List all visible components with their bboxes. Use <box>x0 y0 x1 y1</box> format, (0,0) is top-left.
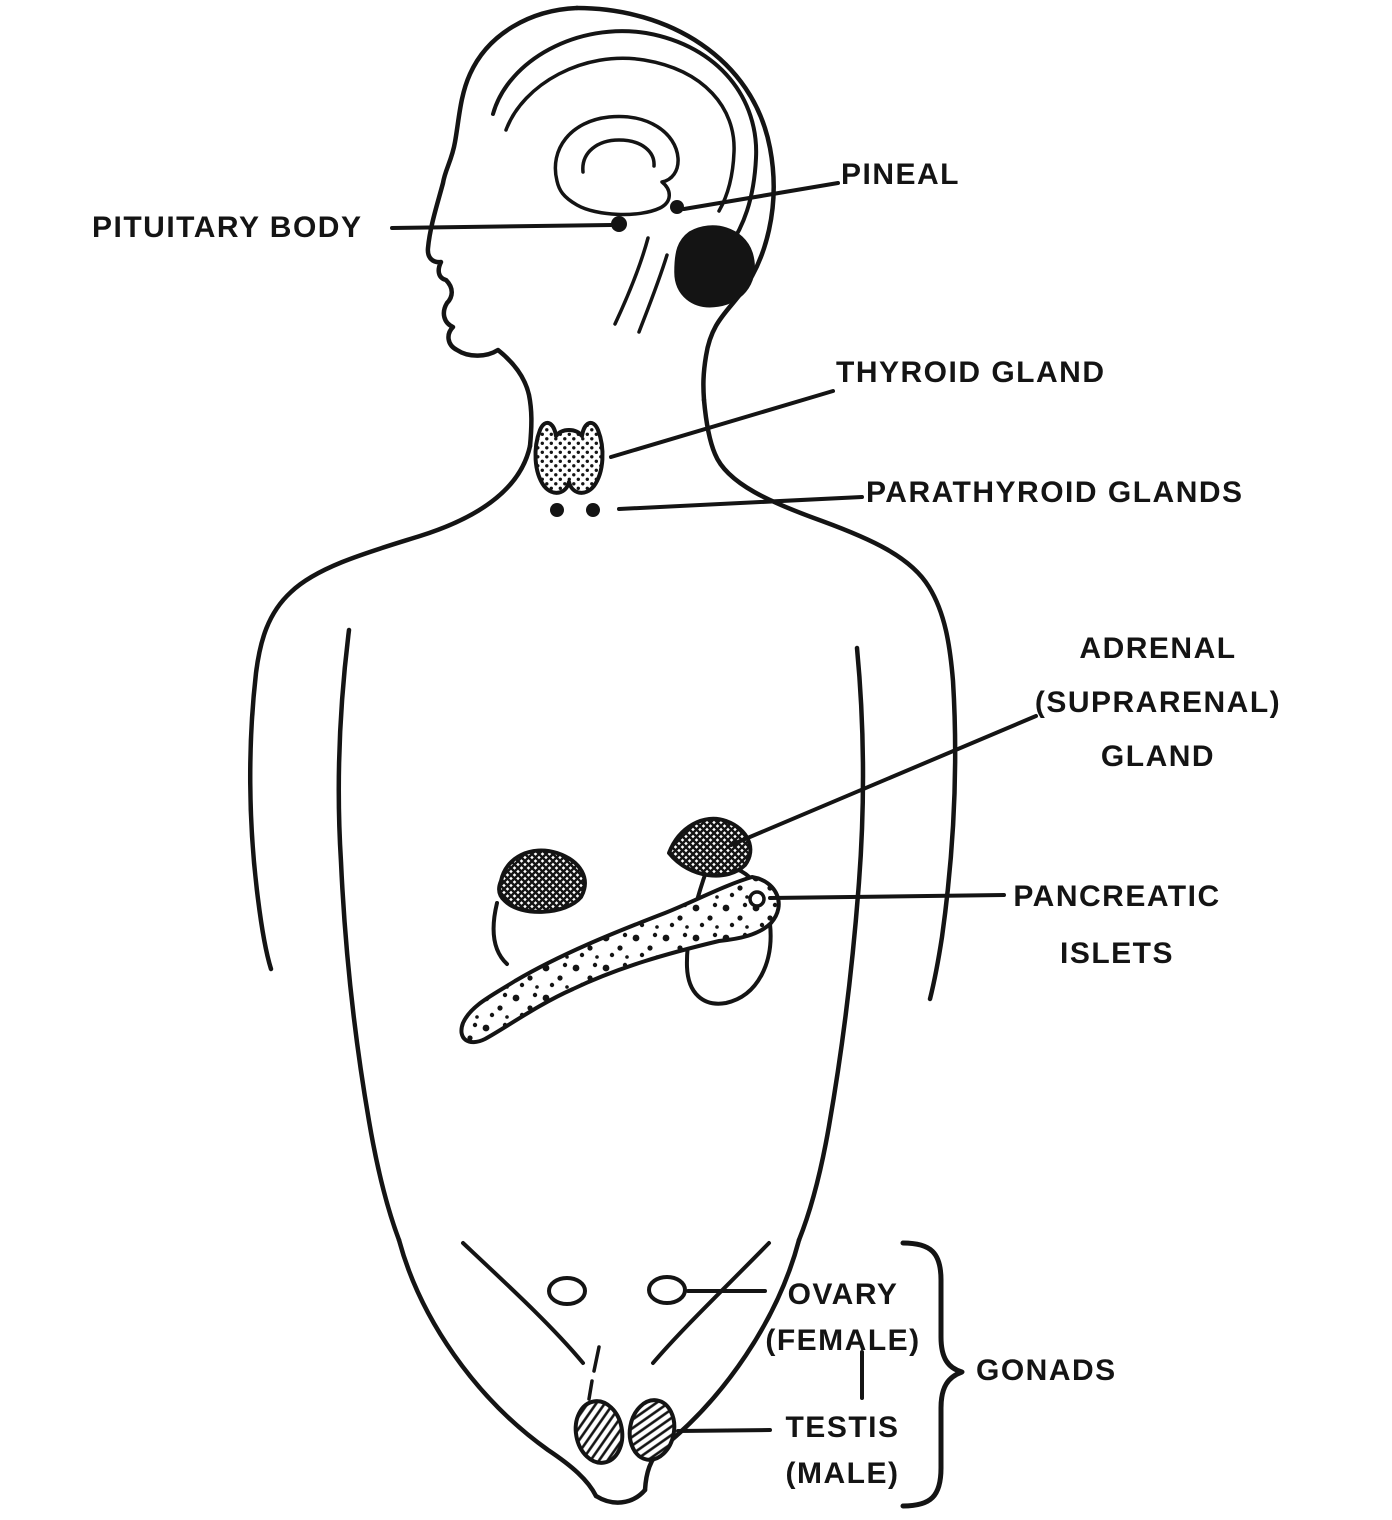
label-pancreatic-line2: ISLETS <box>1059 937 1174 970</box>
left-kidney-arc <box>491 901 509 966</box>
brainstem-line-1 <box>613 236 650 326</box>
corpus-callosum-outline <box>553 114 680 217</box>
lateral-ventricle-outline <box>581 138 656 174</box>
label-gonads: GONADS <box>976 1354 1117 1387</box>
label-adrenal-line2: (SUPRARENAL) <box>1034 686 1282 719</box>
brain-inner-outline <box>504 56 736 213</box>
skull-back-outline <box>574 5 776 403</box>
testis-right <box>627 1398 677 1462</box>
adrenal-gland-right <box>667 816 753 878</box>
pituitary-gland-dot <box>611 216 627 232</box>
lower-left-contour <box>396 1237 599 1499</box>
label-pineal: PINEAL <box>841 158 961 191</box>
label-pancreatic-islets: PANCREATIC ISLETS <box>1007 868 1227 982</box>
left-shoulder-arm-outline <box>248 443 533 972</box>
left-torso-line <box>336 627 402 1243</box>
pancreatic-leader-line <box>768 893 1006 900</box>
label-adrenal-gland: ADRENAL (SUPRARENAL) GLAND <box>1028 622 1288 784</box>
pineal-gland-dot <box>670 200 684 214</box>
pelvic-curve-right <box>651 1241 771 1365</box>
label-thyroid-gland: THYROID GLAND <box>836 356 1106 389</box>
label-testis: TESTIS (MALE) <box>750 1405 935 1497</box>
ovary-right <box>647 1275 687 1305</box>
parathyroid-dot-right <box>586 503 600 517</box>
label-adrenal-line3: GLAND <box>1100 740 1216 773</box>
adrenal-leader-line <box>729 714 1038 847</box>
bottom-closure <box>593 1487 648 1505</box>
ovary-left <box>547 1276 587 1306</box>
pineal-leader-line <box>682 181 840 211</box>
adrenal-gland-left <box>497 848 587 914</box>
pelvic-curve-left <box>461 1241 585 1365</box>
label-adrenal-line1: ADRENAL <box>1079 632 1237 665</box>
gonads-brace <box>900 1240 965 1509</box>
pituitary-leader-line <box>390 223 613 230</box>
right-shoulder-arm-outline <box>701 397 958 1002</box>
pancreatic-islet-ring <box>748 890 766 908</box>
parathyroid-leader-line <box>617 495 864 511</box>
testis-leader-line <box>676 1428 772 1433</box>
label-pituitary-body: PITUITARY BODY <box>92 211 363 244</box>
parathyroid-dot-left <box>550 503 564 517</box>
right-torso-line <box>796 645 866 1243</box>
thyroid-gland-shape <box>533 420 605 495</box>
label-ovary-line1: OVARY <box>787 1278 899 1311</box>
label-ovary-line2: (FEMALE) <box>765 1324 921 1357</box>
cerebellum <box>674 225 755 308</box>
label-testis-line1: TESTIS <box>785 1411 900 1444</box>
brainstem-line-2 <box>637 253 669 334</box>
midline-dash-2 <box>587 1379 594 1401</box>
label-pancreatic-line1: PANCREATIC <box>1013 880 1221 913</box>
face-profile-outline <box>425 5 580 449</box>
testis-left <box>573 1399 625 1465</box>
thyroid-leader-line <box>609 389 835 459</box>
lower-right-contour <box>642 1237 802 1493</box>
pancreas-shape <box>459 875 781 1045</box>
label-ovary: OVARY (FEMALE) <box>748 1272 938 1364</box>
label-parathyroid-glands: PARATHYROID GLANDS <box>866 476 1244 509</box>
midline-dash-1 <box>592 1345 601 1373</box>
brain-outer-outline <box>491 29 759 249</box>
label-testis-line2: (MALE) <box>785 1457 900 1490</box>
